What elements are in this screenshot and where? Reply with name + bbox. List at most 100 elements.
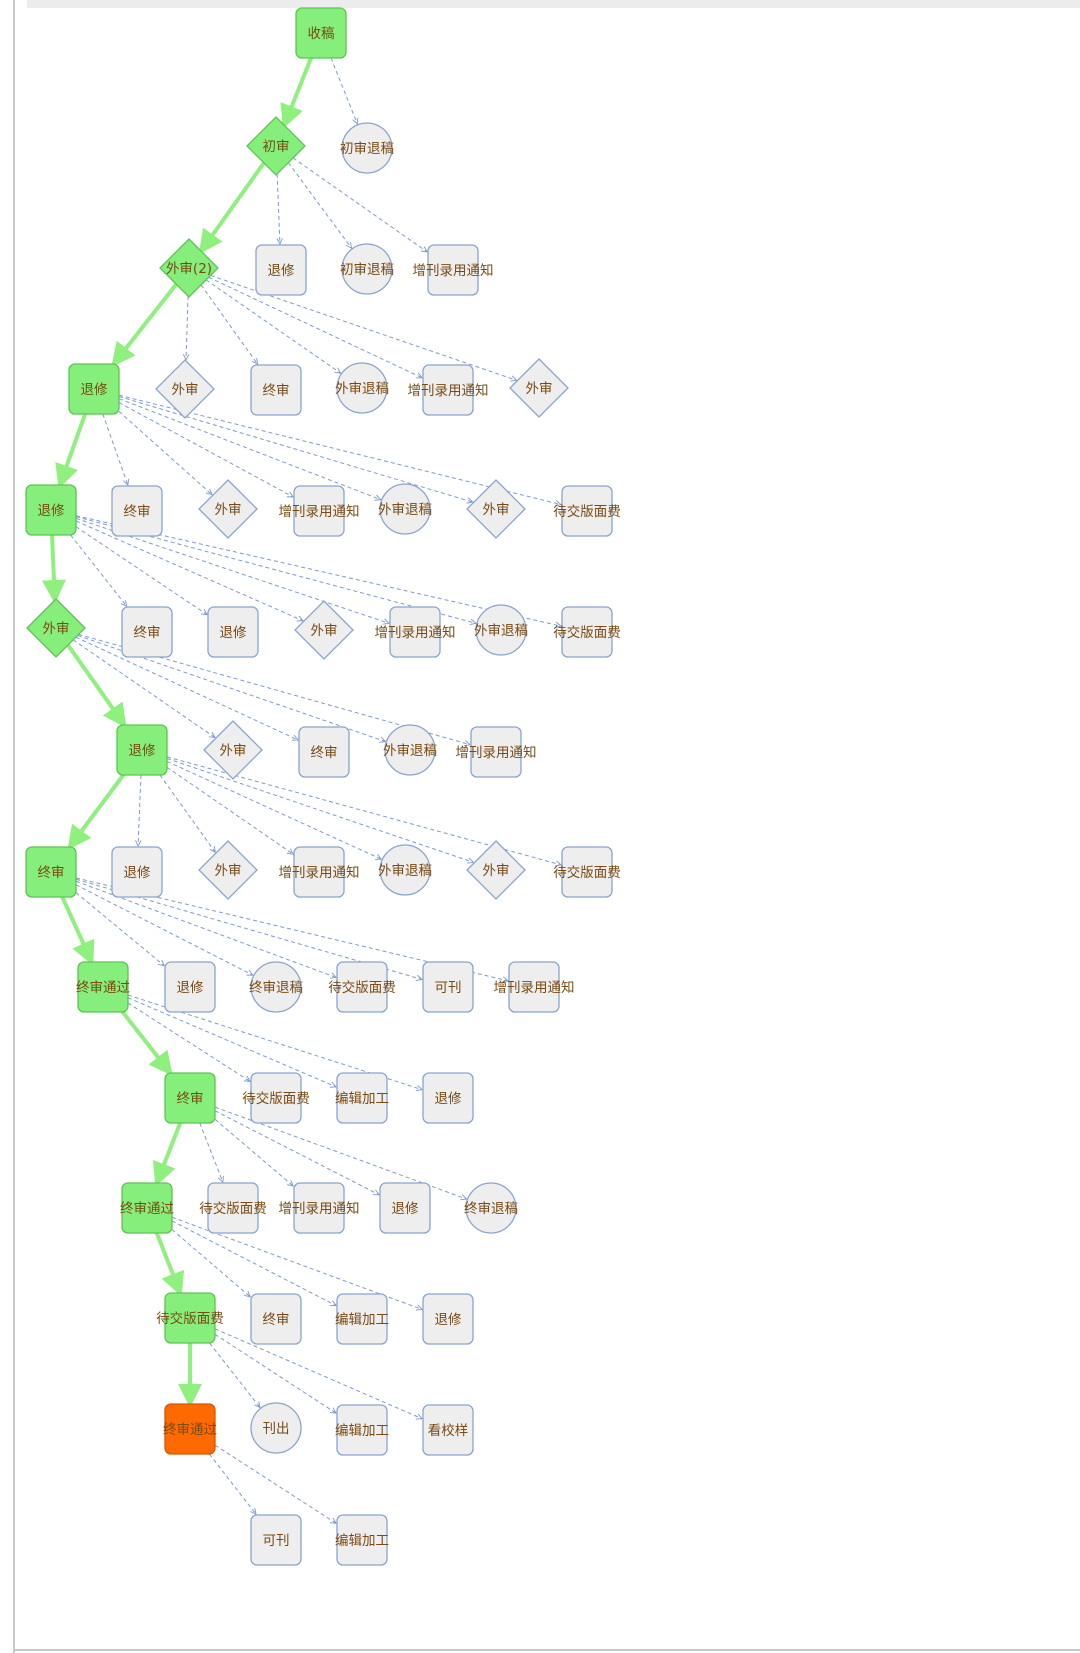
flow-node-m5[interactable]: 外审 <box>26 598 86 658</box>
option-node-o3d[interactable]: 外审退稿 <box>378 483 432 535</box>
option-node-o7b[interactable]: 终审退稿 <box>249 961 303 1013</box>
option-edge <box>118 411 212 494</box>
option-node-o7e[interactable]: 增刊录用通知 <box>494 961 575 1013</box>
canvas-bottom-border <box>13 1649 1080 1651</box>
option-node-o4c[interactable]: 外审 <box>294 600 354 660</box>
option-edge <box>102 413 128 485</box>
option-node-o6a[interactable]: 退修 <box>111 846 163 898</box>
option-node-o3e[interactable]: 外审 <box>466 479 526 539</box>
node-label: 增刊录用通知 <box>494 979 575 996</box>
flow-node-m4[interactable]: 退修 <box>25 484 77 536</box>
rect-shape <box>121 1182 173 1234</box>
option-node-o9b[interactable]: 增刊录用通知 <box>279 1182 360 1234</box>
diamond-shape <box>26 598 86 658</box>
diamond-shape <box>159 238 219 298</box>
node-label: 初审退稿 <box>340 261 394 278</box>
flow-node-m12[interactable]: 终审通过 <box>163 1403 217 1455</box>
option-node-o3a[interactable]: 终审 <box>111 485 163 537</box>
option-node-o5b[interactable]: 终审 <box>298 726 350 778</box>
option-node-o8c[interactable]: 退修 <box>422 1072 474 1124</box>
option-node-o1b[interactable]: 初审退稿 <box>340 243 394 295</box>
circle-shape <box>250 1402 302 1454</box>
node-label: 编辑加工 <box>335 1312 389 1328</box>
option-node-o2b[interactable]: 终审 <box>250 364 302 416</box>
option-node-o1c[interactable]: 增刊录用通知 <box>413 244 494 296</box>
option-node-o4e[interactable]: 外审退稿 <box>474 604 528 656</box>
option-node-o2e[interactable]: 外审 <box>509 358 569 418</box>
rect-shape <box>25 484 77 536</box>
option-node-o4f[interactable]: 待交版面费 <box>553 606 621 658</box>
option-node-o3c[interactable]: 增刊录用通知 <box>279 485 360 537</box>
option-node-o8a[interactable]: 待交版面费 <box>242 1072 310 1124</box>
option-edge <box>75 515 561 626</box>
option-node-o8b[interactable]: 编辑加工 <box>335 1072 389 1124</box>
rect-shape <box>422 1293 474 1345</box>
option-node-o2a[interactable]: 外审 <box>155 359 215 419</box>
option-node-o7c[interactable]: 待交版面费 <box>328 961 396 1013</box>
option-node-o6c[interactable]: 增刊录用通知 <box>279 846 360 898</box>
option-node-o7d[interactable]: 可刊 <box>422 961 474 1013</box>
flow-node-m7[interactable]: 终审 <box>25 846 77 898</box>
flow-node-m0[interactable]: 收稿 <box>295 7 347 59</box>
node-label: 外审退稿 <box>378 863 432 879</box>
option-node-o11b[interactable]: 编辑加工 <box>335 1404 389 1456</box>
option-node-o6d[interactable]: 外审退稿 <box>378 844 432 896</box>
diamond-shape <box>466 479 526 539</box>
flow-node-m6[interactable]: 退修 <box>116 724 168 776</box>
option-node-o2d[interactable]: 增刊录用通知 <box>408 364 489 416</box>
option-node-o5d[interactable]: 增刊录用通知 <box>456 726 537 778</box>
flow-node-m8[interactable]: 终审通过 <box>76 961 130 1013</box>
option-node-o6e[interactable]: 外审 <box>466 840 526 900</box>
nodes-layer: 收稿初审外审(2)退修退修外审退修终审终审通过终审终审通过待交版面费终审通过初审… <box>25 7 621 1566</box>
flow-node-m10[interactable]: 终审通过 <box>120 1182 174 1234</box>
flow-node-m9[interactable]: 终审 <box>164 1072 216 1124</box>
option-edge <box>127 1002 250 1081</box>
option-node-o9a[interactable]: 待交版面费 <box>199 1182 267 1234</box>
option-node-o2c[interactable]: 外审退稿 <box>335 362 389 414</box>
option-node-o5a[interactable]: 外审 <box>203 720 263 780</box>
option-edge <box>72 639 215 738</box>
option-node-o12b[interactable]: 编辑加工 <box>335 1514 389 1566</box>
main-flow-edge <box>198 160 266 255</box>
flow-node-m2[interactable]: 外审(2) <box>159 238 219 298</box>
option-node-o3b[interactable]: 外审 <box>198 479 258 539</box>
option-edge <box>214 1333 336 1413</box>
option-edge <box>70 534 127 606</box>
option-node-o11c[interactable]: 看校样 <box>422 1404 474 1456</box>
option-node-o5c[interactable]: 外审退稿 <box>383 724 437 776</box>
option-node-o7a[interactable]: 退修 <box>164 961 216 1013</box>
option-edge <box>166 758 473 862</box>
node-label: 退修 <box>435 1091 462 1107</box>
option-node-o12a[interactable]: 可刊 <box>250 1514 302 1566</box>
option-node-o10b[interactable]: 编辑加工 <box>335 1293 389 1345</box>
option-node-o0a[interactable]: 初审退稿 <box>340 122 394 174</box>
top-toolbar-strip <box>27 0 1080 8</box>
node-label: 终审 <box>177 1091 204 1107</box>
option-node-o11a[interactable]: 刊出 <box>250 1402 302 1454</box>
option-node-o6b[interactable]: 外审 <box>198 840 258 900</box>
option-node-o4b[interactable]: 退修 <box>207 606 259 658</box>
main-flow-edge <box>152 1121 183 1187</box>
option-node-o6f[interactable]: 待交版面费 <box>553 846 621 898</box>
node-label: 增刊录用通知 <box>456 744 537 761</box>
rect-shape <box>336 1072 388 1124</box>
option-node-o3f[interactable]: 待交版面费 <box>553 485 621 537</box>
option-node-o9c[interactable]: 退修 <box>379 1182 431 1234</box>
option-node-o4d[interactable]: 增刊录用通知 <box>375 606 456 658</box>
flow-node-m11[interactable]: 待交版面费 <box>156 1292 224 1344</box>
node-label: 外审 <box>311 623 338 639</box>
node-label: 增刊录用通知 <box>375 624 456 641</box>
flow-node-m3[interactable]: 退修 <box>68 363 120 415</box>
option-edge <box>214 1444 336 1523</box>
option-edge <box>210 274 517 380</box>
option-node-o1a[interactable]: 退修 <box>255 244 307 296</box>
option-node-o10c[interactable]: 退修 <box>422 1293 474 1345</box>
option-node-o10a[interactable]: 终审 <box>250 1293 302 1345</box>
rect-shape <box>255 244 307 296</box>
option-edge <box>200 284 258 364</box>
option-node-o4a[interactable]: 终审 <box>121 606 173 658</box>
rect-shape <box>121 606 173 658</box>
flow-node-m1[interactable]: 初审 <box>246 116 306 176</box>
node-label: 退修 <box>129 743 156 759</box>
option-node-o9d[interactable]: 终审退稿 <box>464 1182 518 1234</box>
